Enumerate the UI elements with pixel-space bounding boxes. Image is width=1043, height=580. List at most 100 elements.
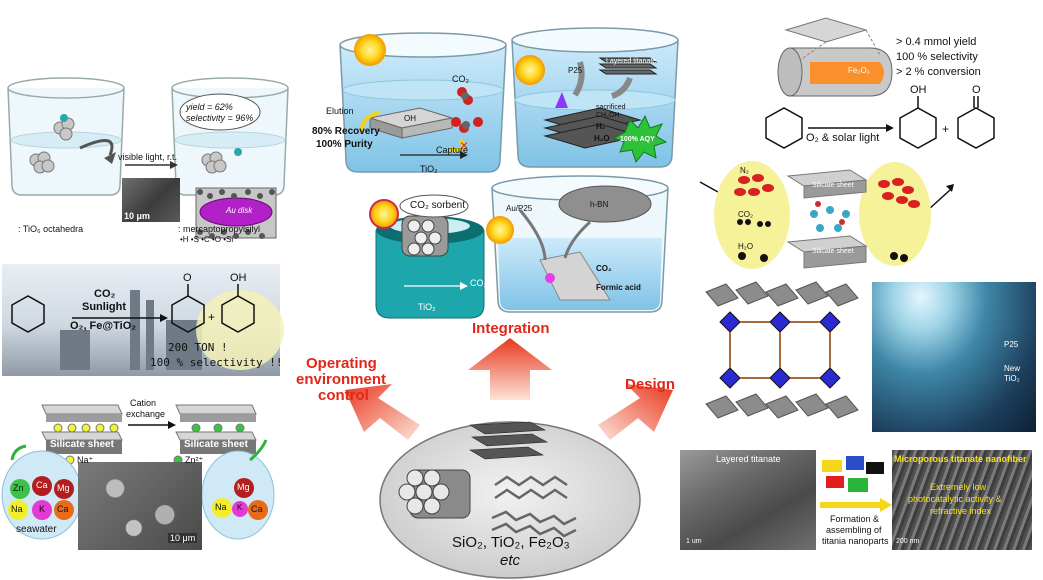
ml-catalyst: O₂, Fe@TiO₂ [70,320,137,332]
design-label: Design [625,376,676,393]
tr-oh: OH [910,84,927,96]
bl-ion-k: K [39,504,46,514]
bl-scale: 10 μm [168,533,198,543]
cc1-tio2: TiO₂ [420,164,438,174]
tl-legend-merc: : mercaptopropylsilyl [178,224,261,234]
cyclohexane-tr-icon [765,107,803,149]
cc4-aup25: Au/P25 [506,204,533,213]
ml-selectivity: 100 % selectivity !! [150,356,283,369]
p25-label: P25 [1004,340,1019,349]
aqy-badge [612,114,668,164]
bl-ion-zn: Zn [13,483,24,493]
au-disk-icon [195,187,277,239]
ml-oh: OH [230,272,247,284]
etc-label: etc [500,552,521,569]
cyclohexanol-tr-icon [899,96,937,149]
hbn-disk-icon [558,185,652,223]
bl-cation-1: Cation [130,398,157,408]
ion-ca-icon [32,476,52,496]
ml-reagent: CO₂ [94,288,116,300]
cc3-sorbent: CO₂ sorbent [410,200,466,211]
silicate-sheet-box-icon [786,169,868,269]
br-claim-1: Extremely low [930,482,987,492]
br-scale-right: 200 nm [896,538,920,545]
svg-text:×: × [460,137,468,153]
br-formation-1: Formation & [830,514,880,524]
cc1-purity: 100% Purity [316,139,373,150]
sem-image-tl [122,178,180,222]
br-scale-left: 1 um [686,538,702,545]
ion-ca2-icon [54,500,74,520]
tl-scale: 10 μm [124,211,151,221]
mr-sheet-top: Silicate sheet [812,182,854,189]
cc2-p25: P25 [568,66,583,75]
ion-na-icon [8,500,28,520]
br-layered: Layered titanate [716,454,781,464]
cc1-capture: Capture [436,145,469,155]
cyclohexanone-icon [171,284,205,333]
nanotube-reactor-icon [777,17,893,97]
silicate-sheet-right-icon [175,404,257,454]
cc2-h2: H₂ [596,122,606,131]
bl-ion-ca: Ca [36,480,48,490]
cc3-co2: CO₂ [470,278,487,288]
honeycomb-sorbent-icon [401,215,449,257]
cc4-formic: Formic acid [596,283,641,292]
tr-selectivity: 100 % selectivity [896,51,978,63]
bl-ion-ca2: Ca [57,504,69,514]
tl-legend-octa: : TiO₆ octahedra [18,224,84,234]
mr-h2o: H₂O [738,242,754,251]
bl-ion-na-r: Na [215,502,227,512]
br-claim-3: refractive index [930,506,992,516]
bl-ion-ca-r: Ca [251,504,263,514]
bl-sheet-right: Silicate sheet [184,439,248,450]
ion-mg-r-icon [234,478,254,498]
integration-label: Integration [472,320,550,337]
p25-new: New [1004,364,1021,373]
br-formation-2: assembling of [826,525,882,535]
tl-yield: yield = 62% [186,102,233,112]
ion-k-icon [32,500,52,520]
sem-nanofiber [892,450,1032,550]
bl-ion-na: Na [11,504,23,514]
bl-seawater: seawater [16,524,57,535]
ml-o: O [183,272,192,284]
br-fiber: Microporous titanate nanofiber [894,454,1027,464]
tl-au-disk: Au disk [226,206,253,215]
framework-bottom-layer [705,393,859,419]
cc2-aqy: 100% AQY [620,136,655,143]
mr-n2: N₂ [740,166,749,175]
tr-conditions: O₂ & solar light [806,132,880,144]
cc2-ch3oh: CH₃OH [596,112,620,119]
operating-label-1: Operating [306,355,377,372]
sun-icon-1 [354,34,386,66]
tr-plus: + [942,122,950,136]
bl-ion-mg: Mg [57,483,70,493]
br-formation-3: titania nanoparts [822,536,889,546]
cc4-co2: CO₂ [596,264,612,273]
cc1-oh: OH [404,114,416,123]
layered-titanate-icon [598,57,658,75]
layered-sheet-capture-icon [369,107,453,139]
ion-k-r-icon [232,501,248,517]
tr-conversion: > 2 % conversion [896,66,981,78]
operating-label-3: control [318,387,369,404]
sun-icon-4 [486,216,514,244]
framework-top-layer [705,281,859,307]
tr-yield: > 0.4 mmol yield [896,36,977,48]
arrow-integration [468,338,552,400]
cc2-layered: Layered titanate [606,58,657,65]
materials-oval [379,421,641,579]
molecule-cluster-icon [29,117,227,174]
sun-icon-3 [369,199,399,229]
tl-legend-atoms: •H •S •C •O •Si [180,235,234,244]
p25-illustration [872,282,1036,432]
operating-label-2: environment [296,371,387,388]
